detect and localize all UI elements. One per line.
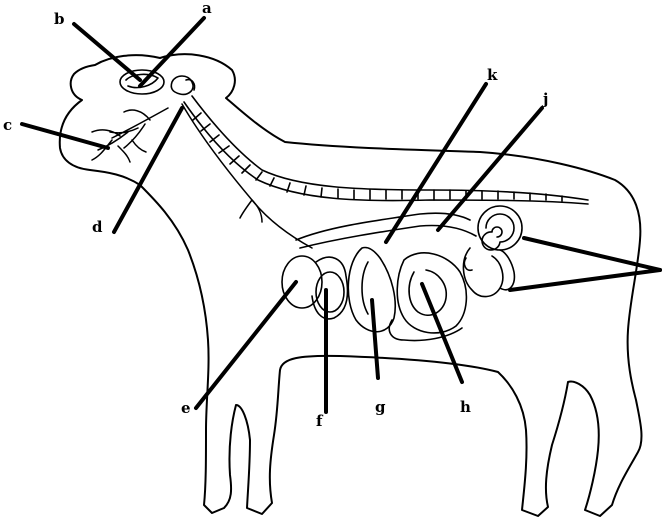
- leader-right-lower: [510, 270, 660, 290]
- leader-d: [114, 108, 182, 232]
- label-e: e: [181, 399, 191, 417]
- leader-a: [140, 18, 204, 86]
- leader-j: [438, 108, 542, 230]
- label-d: d: [92, 218, 103, 236]
- label-b: b: [54, 10, 65, 28]
- label-c-top: c: [3, 116, 12, 134]
- spinal-cord: [184, 96, 588, 204]
- leader-e: [196, 282, 296, 408]
- label-j: j: [541, 90, 548, 108]
- label-a: a: [202, 0, 212, 17]
- leader-b: [74, 24, 140, 80]
- leader-k: [386, 84, 486, 242]
- label-k: k: [487, 66, 498, 84]
- leader-lines: [22, 18, 660, 412]
- leader-g: [372, 300, 378, 378]
- label-h: h: [460, 398, 471, 416]
- colon-loops: [463, 248, 514, 297]
- label-f: f: [316, 412, 324, 430]
- label-g: g: [375, 398, 386, 416]
- leader-c-top: [22, 124, 108, 148]
- cecum-coil: [478, 206, 522, 250]
